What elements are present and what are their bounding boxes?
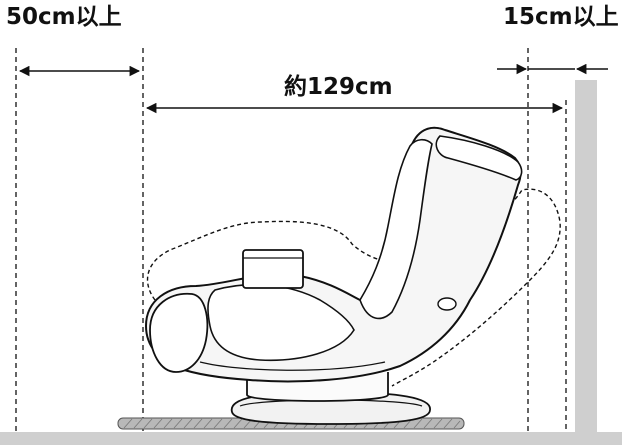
chair-body (144, 126, 523, 383)
floor-mat-texture (123, 418, 461, 429)
right-clearance-label: 15cm以上 (503, 4, 619, 30)
floor (0, 432, 622, 445)
left-clearance-label: 50cm以上 (6, 4, 122, 30)
wall (575, 80, 597, 445)
chair-width-label: 約129cm (284, 74, 393, 100)
